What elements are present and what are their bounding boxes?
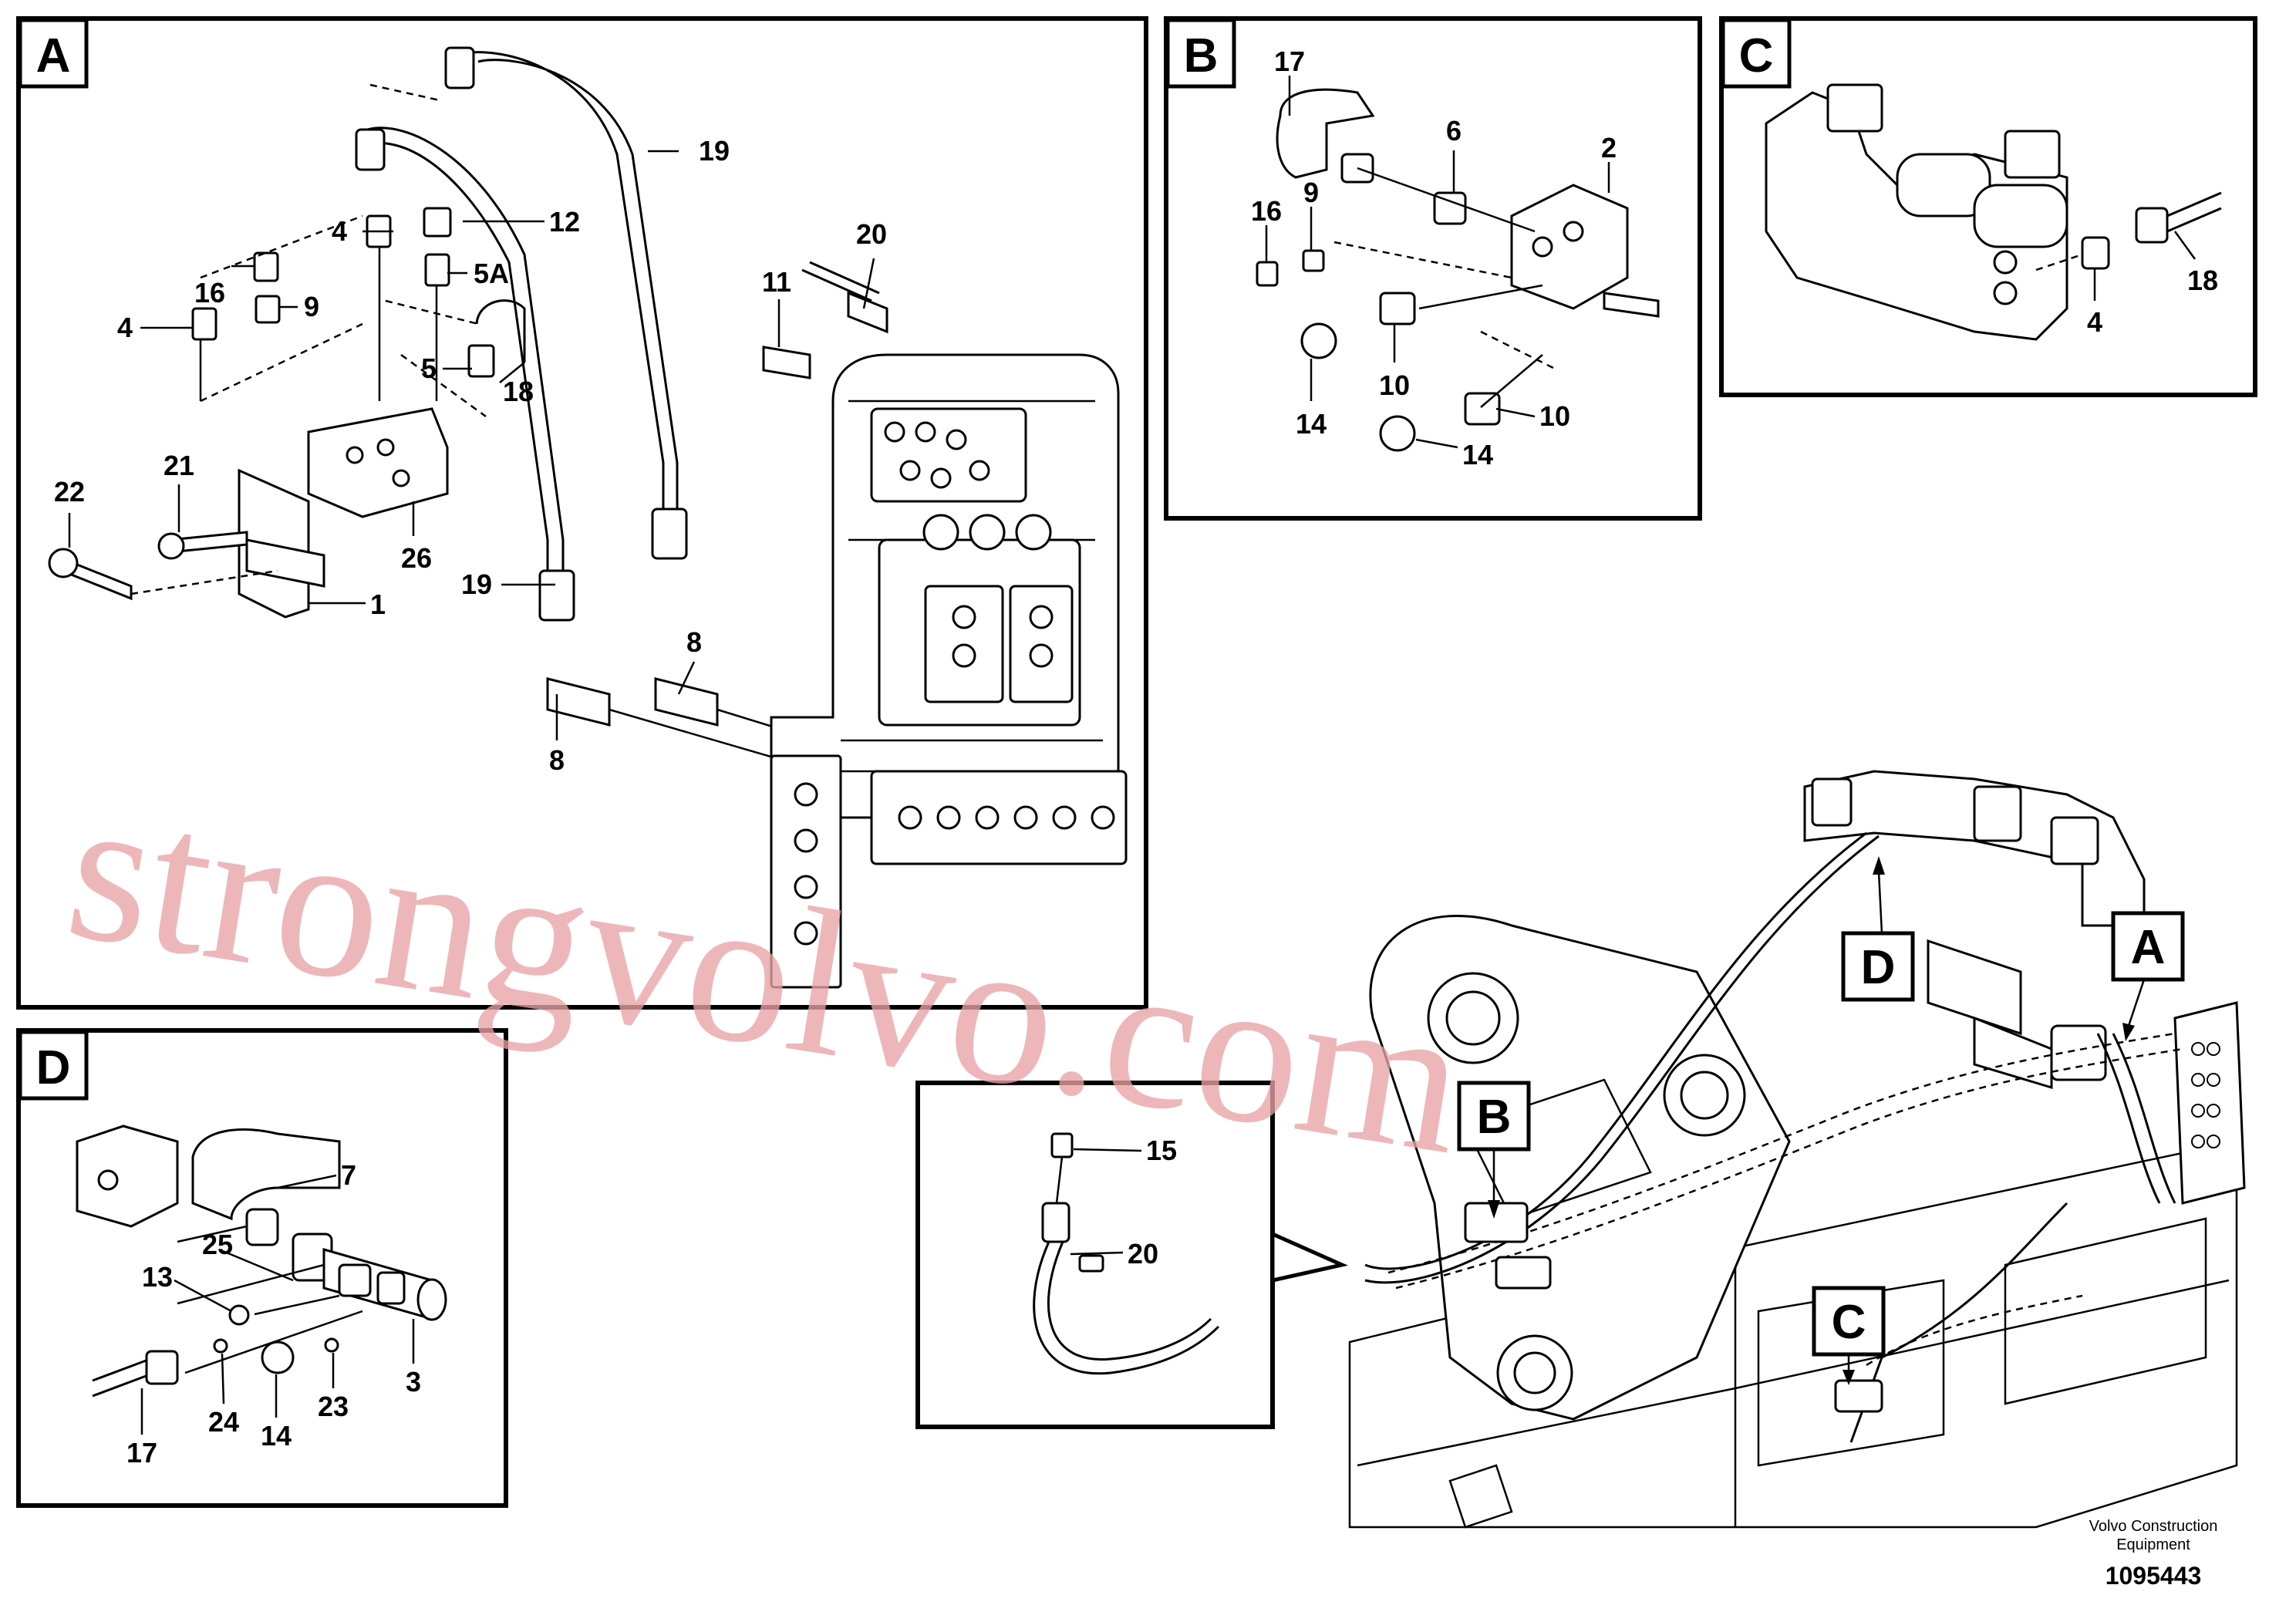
callout-a-5: 5	[421, 352, 437, 384]
detail-panel-c: C 18 4	[1719, 16, 2257, 397]
callout-b-6: 6	[1446, 115, 1462, 147]
callout-a-8-left: 8	[549, 744, 565, 776]
callout-d-3: 3	[406, 1366, 421, 1398]
callout-a-26: 26	[401, 542, 432, 574]
callout-d-7: 7	[341, 1159, 356, 1191]
footer: Volvo Construction Equipment 1095443	[2089, 1518, 2218, 1590]
callout-a-20: 20	[856, 218, 887, 250]
callout-a-16: 16	[194, 277, 225, 309]
callout-c-4: 4	[2087, 306, 2102, 338]
svg-text:C: C	[1832, 1296, 1866, 1349]
callout-d-23: 23	[318, 1391, 349, 1422]
callout-d-13: 13	[142, 1261, 173, 1293]
overview-marker-d: D	[1841, 856, 1915, 1002]
callout-d-24: 24	[208, 1406, 239, 1438]
callout-a-19-top: 19	[699, 135, 730, 167]
callout-a-4-left: 4	[117, 312, 133, 343]
callout-hose-15: 15	[1146, 1135, 1177, 1166]
callout-c-18: 18	[2187, 265, 2218, 296]
callout-b-9: 9	[1303, 177, 1319, 208]
svg-text:A: A	[2131, 921, 2166, 974]
view-tag-d: D	[36, 1041, 71, 1094]
callout-hose-20: 20	[1128, 1238, 1158, 1270]
document-number: 1095443	[2106, 1562, 2202, 1590]
callout-b-10-left: 10	[1379, 369, 1410, 401]
detail-panel-d: D 7 25 13 3 24 14 23 17	[16, 1028, 508, 1508]
callout-a-9: 9	[304, 291, 319, 322]
detail-panel-a: A	[16, 16, 1148, 1010]
view-tag-c: C	[1739, 29, 1774, 83]
callout-a-19-lower: 19	[461, 568, 492, 600]
overview-marker-a: A	[2111, 911, 2185, 1041]
callout-a-11: 11	[762, 266, 791, 298]
callout-d-14: 14	[261, 1420, 292, 1452]
callout-b-10-right: 10	[1539, 400, 1570, 432]
footer-company-line2: Equipment	[2116, 1536, 2190, 1553]
callout-b-16: 16	[1251, 195, 1282, 227]
svg-text:D: D	[1861, 941, 1896, 994]
callout-a-4-upper: 4	[332, 215, 347, 247]
callout-a-21: 21	[164, 450, 194, 481]
view-tag-a: A	[36, 29, 71, 83]
callout-a-1: 1	[370, 588, 386, 620]
overview-marker-c: C	[1812, 1286, 1886, 1385]
callout-a-5a: 5A	[474, 258, 509, 289]
machine-overview: D A B C	[1078, 770, 2246, 1529]
callout-a-18: 18	[503, 376, 534, 407]
callout-b-14-left: 14	[1296, 408, 1327, 440]
callout-b-2: 2	[1601, 132, 1617, 164]
view-tag-b: B	[1184, 29, 1219, 83]
footer-company-line1: Volvo Construction	[2089, 1518, 2218, 1535]
callout-a-12: 12	[549, 206, 580, 238]
svg-text:B: B	[1477, 1091, 1512, 1144]
callout-d-25: 25	[202, 1229, 233, 1260]
overview-marker-b: B	[1457, 1081, 1531, 1219]
detail-panel-b: B 17 6 2 16 9 14 10 10 14	[1164, 16, 1702, 521]
callout-a-8-right: 8	[686, 626, 702, 658]
callout-a-22: 22	[54, 476, 85, 508]
callout-d-17: 17	[126, 1437, 157, 1469]
callout-b-14-right: 14	[1462, 439, 1493, 470]
callout-b-17: 17	[1274, 46, 1305, 77]
